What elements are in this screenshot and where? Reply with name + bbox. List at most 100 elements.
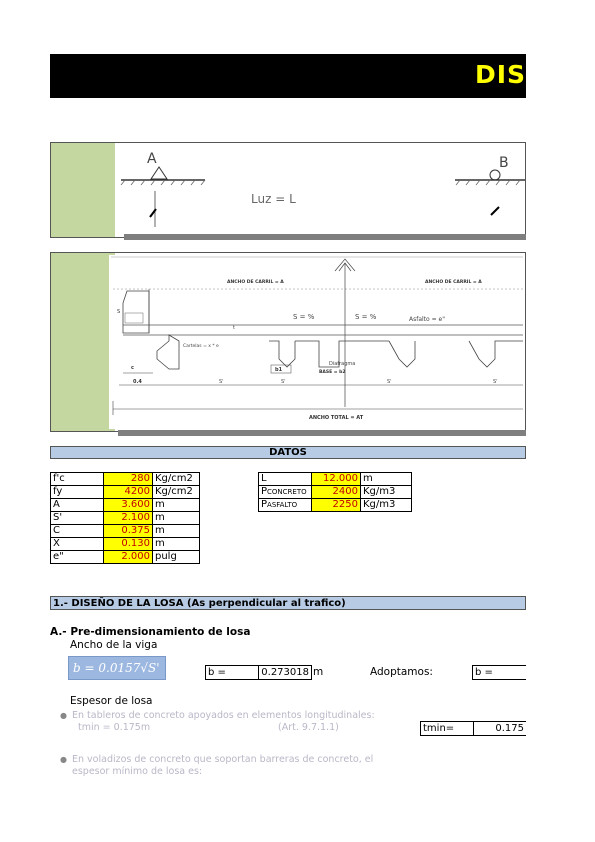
ground-hatch-b	[455, 179, 521, 186]
section-a-title: A.- Pre-dimensionamiento de losa	[50, 626, 251, 638]
cartelas-label: Cartelas = x * e	[183, 343, 219, 349]
span-label: Luz = L	[251, 192, 296, 206]
c-label: c	[131, 365, 134, 371]
param-value[interactable]: 2.000	[103, 550, 153, 564]
ground-hatch-a	[120, 179, 206, 186]
pin-support-icon	[150, 166, 168, 180]
param-label: C	[50, 524, 104, 538]
param-value[interactable]: 12.000	[311, 472, 361, 486]
param-unit: m	[360, 472, 412, 486]
asphalt-label: Asfalto = e"	[409, 316, 445, 323]
s-prime-1: S'	[219, 379, 224, 385]
b1-label: b1	[275, 367, 283, 373]
param-unit: m	[152, 524, 200, 538]
param-label: S'	[50, 511, 104, 525]
param-label: fy	[50, 485, 104, 499]
param-value[interactable]: 0.130	[103, 537, 153, 551]
bullet-1-reference: (Art. 9.7.1.1)	[278, 722, 339, 733]
section-1-header: 1.- DISEÑO DE LA LOSA (As perpendicular …	[50, 596, 526, 610]
ancho-viga-label: Ancho de la viga	[70, 639, 158, 651]
param-label-main: L	[261, 473, 267, 484]
carril-right-label: ANCHO DE CARRIL = A	[425, 279, 482, 285]
param-unit: m	[152, 511, 200, 525]
diaphragm-outline	[295, 340, 389, 368]
param-value[interactable]: 2400	[311, 485, 361, 499]
support-b-label: B	[499, 155, 509, 171]
s-prime-2: S'	[281, 379, 286, 385]
s-mark: S	[117, 309, 120, 315]
param-label-main: P	[261, 486, 268, 497]
b-label-cell: b =	[205, 665, 259, 680]
b-value-cell[interactable]: 0.273018	[258, 665, 312, 680]
beam-diagram-panel: A Luz = L B	[50, 142, 526, 238]
param-value[interactable]: 4200	[103, 485, 153, 499]
bullet-icon: ●	[60, 755, 67, 764]
param-label: f'c	[50, 472, 104, 486]
tmin-value-cell[interactable]: 0.175	[473, 721, 526, 736]
b-adopted-cell[interactable]: b =	[472, 665, 526, 680]
param-label-sub: CONCRETO	[267, 488, 307, 496]
carril-left-label: ANCHO DE CARRIL = A	[227, 279, 284, 285]
diaphragm-label: Diafragma	[329, 361, 355, 367]
bullet-2-line-1: En voladizos de concreto que soportan ba…	[72, 754, 374, 765]
tmin-label-cell: tmin=	[420, 721, 474, 736]
param-label: PASFALTO	[258, 498, 312, 512]
section-diagram-panel: ANCHO DE CARRIL = A ANCHO DE CARRIL = A …	[50, 252, 526, 432]
panel-shadow-2	[118, 430, 526, 436]
ancho-total-label: ANCHO TOTAL = AT	[309, 415, 364, 421]
param-unit: m	[152, 537, 200, 551]
beam-diagram: A Luz = L B	[120, 151, 525, 227]
panel-side-band-2	[51, 253, 115, 431]
param-unit: m	[152, 498, 200, 512]
param-unit: Kg/cm2	[152, 472, 200, 486]
girder-4	[468, 340, 523, 368]
param-unit: pulg	[152, 550, 200, 564]
param-label: X	[50, 537, 104, 551]
param-value[interactable]: 280	[103, 472, 153, 486]
t-label: t	[233, 325, 235, 331]
banner-title: DIS	[474, 60, 526, 89]
bullet-2-line-2: espesor mínimo de losa es:	[72, 766, 203, 777]
panel-shadow-1	[124, 234, 526, 240]
roller-support-icon	[489, 169, 501, 181]
beam-width-formula: b = 0.0157√S' L	[68, 656, 166, 697]
center-arrow-icon	[334, 258, 356, 272]
param-value[interactable]: 0.375	[103, 524, 153, 538]
panel-side-band	[51, 143, 115, 237]
section-1-title: 1.- DISEÑO DE LA LOSA (As perpendicular …	[53, 598, 346, 609]
param-value[interactable]: 2250	[311, 498, 361, 512]
title-banner: DIS	[50, 54, 526, 98]
param-unit: Kg/m3	[360, 485, 412, 499]
cross-section-diagram: ANCHO DE CARRIL = A ANCHO DE CARRIL = A …	[109, 255, 525, 429]
s-slope-label-1: S = %	[293, 313, 315, 321]
param-value[interactable]: 3.600	[103, 498, 153, 512]
bullet-1-line-2: tmin = 0.175m	[78, 722, 151, 733]
param-unit: Kg/m3	[360, 498, 412, 512]
datos-header: DATOS	[50, 446, 526, 459]
adoptamos-label: Adoptamos:	[370, 666, 433, 678]
s-prime-3: S'	[387, 379, 392, 385]
param-label: e"	[50, 550, 104, 564]
dim-04-label: 0.4	[133, 379, 142, 385]
s-slope-label-2: S = %	[355, 313, 377, 321]
param-label-main: P	[261, 499, 268, 510]
bullet-1-line-1: En tableros de concreto apoyados en elem…	[72, 710, 375, 721]
bullet-icon: ●	[60, 711, 67, 720]
datos-title: DATOS	[269, 447, 307, 458]
s-prime-4: S'	[493, 379, 498, 385]
param-label: PCONCRETO	[258, 485, 312, 499]
param-value[interactable]: 2.100	[103, 511, 153, 525]
param-label: L	[258, 472, 312, 486]
girder-2	[269, 340, 296, 368]
support-a-label: A	[147, 151, 157, 167]
